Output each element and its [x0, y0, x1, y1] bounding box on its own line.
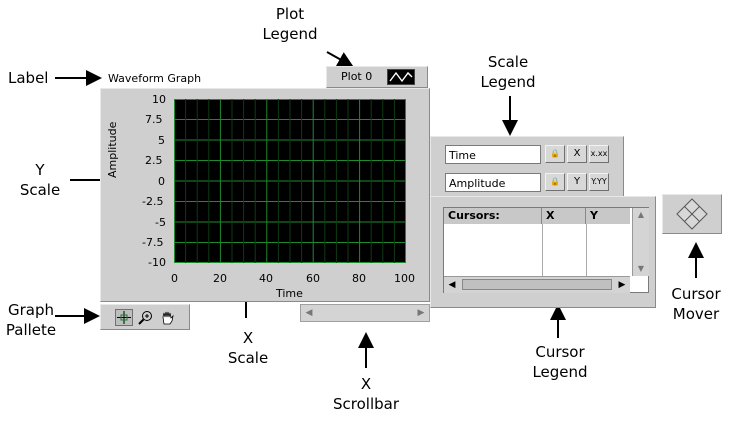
callout-plot-legend-line2: Legend [262, 25, 318, 43]
callout-x-scale-line2: Scale [227, 349, 269, 367]
y-tick: 5 [158, 134, 165, 147]
callout-label: Label [8, 69, 49, 87]
callout-graph-pallete: Graph Pallete [0, 300, 62, 340]
y-tick: -7.5 [142, 236, 164, 249]
scroll-right-button[interactable]: ▶ [618, 280, 626, 290]
hand-icon[interactable] [159, 309, 177, 326]
x-scrollbar[interactable]: ◀ ▶ [300, 304, 430, 322]
y-tick: 7.5 [145, 113, 163, 126]
cursor-hscrollbar[interactable]: ◀ ▶ [444, 276, 630, 293]
cursor-legend: Cursors: X Y ▲ ▼ ◀ ▶ [430, 196, 656, 308]
scroll-up-button[interactable]: ▲ [637, 210, 645, 219]
callout-graph-pallete-line1: Graph [7, 301, 54, 319]
callout-x-scrollbar-line2: Scrollbar [333, 395, 399, 413]
callout-plot-legend: Plot Legend [252, 4, 328, 44]
x-autoscale-button[interactable]: X [567, 145, 587, 163]
plot-style-swatch[interactable] [387, 69, 415, 85]
plot-legend[interactable]: Plot 0 [326, 66, 428, 88]
scale-legend-y-name[interactable]: Amplitude [445, 173, 541, 192]
scroll-left-button[interactable]: ◀ [305, 308, 313, 318]
y-format-button[interactable]: Y.YY [589, 173, 609, 191]
x-tick: 20 [213, 272, 227, 285]
callout-x-scrollbar-line1: X [360, 375, 372, 393]
cursor-mover-icon [676, 198, 708, 230]
callout-scale-legend-line1: Scale [487, 53, 529, 71]
callout-x-scale: X Scale [220, 328, 276, 368]
crosshair-icon[interactable] [115, 309, 133, 326]
scroll-thumb[interactable] [462, 279, 612, 290]
cursor-table[interactable]: Cursors: X Y ▲ ▼ ◀ ▶ [443, 207, 649, 293]
cursor-header-x: X [542, 208, 586, 224]
lock-icon[interactable]: 🔒 [545, 173, 565, 191]
minor-grid [185, 99, 395, 263]
y-tick: 10 [152, 93, 166, 106]
x-tick: 0 [171, 272, 178, 285]
callout-y-scale-line2: Scale [19, 181, 61, 199]
scroll-right-button[interactable]: ▶ [417, 308, 425, 318]
callout-y-scale: Y Scale [12, 160, 68, 200]
plot-name: Plot 0 [341, 70, 373, 83]
callout-cursor-legend-line1: Cursor [535, 343, 585, 361]
arrow-plot-legend [326, 51, 354, 67]
scroll-down-button[interactable]: ▼ [637, 264, 645, 273]
callout-x-scrollbar: X Scrollbar [328, 374, 404, 414]
x-tick: 40 [259, 272, 273, 285]
callout-scale-legend-line2: Legend [480, 73, 536, 91]
callout-cursor-mover-line1: Cursor [671, 285, 721, 303]
y-tick: 0 [158, 175, 165, 188]
zoom-icon[interactable] [137, 309, 155, 326]
scale-legend-x-name[interactable]: Time [445, 145, 541, 164]
callout-scale-legend: Scale Legend [470, 52, 546, 92]
callout-x-scale-line1: X [242, 329, 254, 347]
scale-legend: Time 🔒 X x.xx Amplitude 🔒 Y Y.YY [430, 136, 624, 200]
graph-title: Waveform Graph [108, 72, 202, 85]
y-tick: 2.5 [145, 154, 163, 167]
cursor-vscrollbar[interactable]: ▲ ▼ [632, 208, 649, 276]
x-format-button[interactable]: x.xx [589, 145, 609, 163]
y-tick: -5 [155, 216, 166, 229]
y-tick: -10 [148, 256, 166, 269]
plot-line-icon [389, 71, 413, 83]
callout-cursor-legend: Cursor Legend [522, 342, 598, 382]
scroll-left-button[interactable]: ◀ [448, 280, 456, 290]
y-tick: -2.5 [142, 195, 164, 208]
plot-area[interactable] [174, 99, 406, 263]
x-tick: 80 [352, 272, 366, 285]
graph-palette [100, 304, 190, 330]
callout-cursor-legend-line2: Legend [532, 363, 588, 381]
cursor-col-divider [542, 224, 543, 276]
callout-y-scale-line1: Y [35, 161, 45, 179]
lock-icon[interactable]: 🔒 [545, 145, 565, 163]
callout-graph-pallete-line2: Pallete [5, 321, 57, 339]
x-axis-label: Time [276, 287, 303, 300]
cursor-mover[interactable] [662, 194, 722, 234]
cursor-header-name: Cursors: [444, 208, 542, 224]
callout-plot-legend-line1: Plot [275, 5, 305, 23]
cursor-col-divider [586, 224, 587, 276]
cursor-header-y: Y [586, 208, 630, 224]
callout-cursor-mover: Cursor Mover [662, 284, 730, 324]
x-tick: 60 [306, 272, 320, 285]
y-axis-label: Amplitude [106, 121, 119, 178]
callout-cursor-mover-line2: Mover [672, 305, 720, 323]
y-autoscale-button[interactable]: Y [567, 173, 587, 191]
x-tick: 100 [394, 272, 415, 285]
